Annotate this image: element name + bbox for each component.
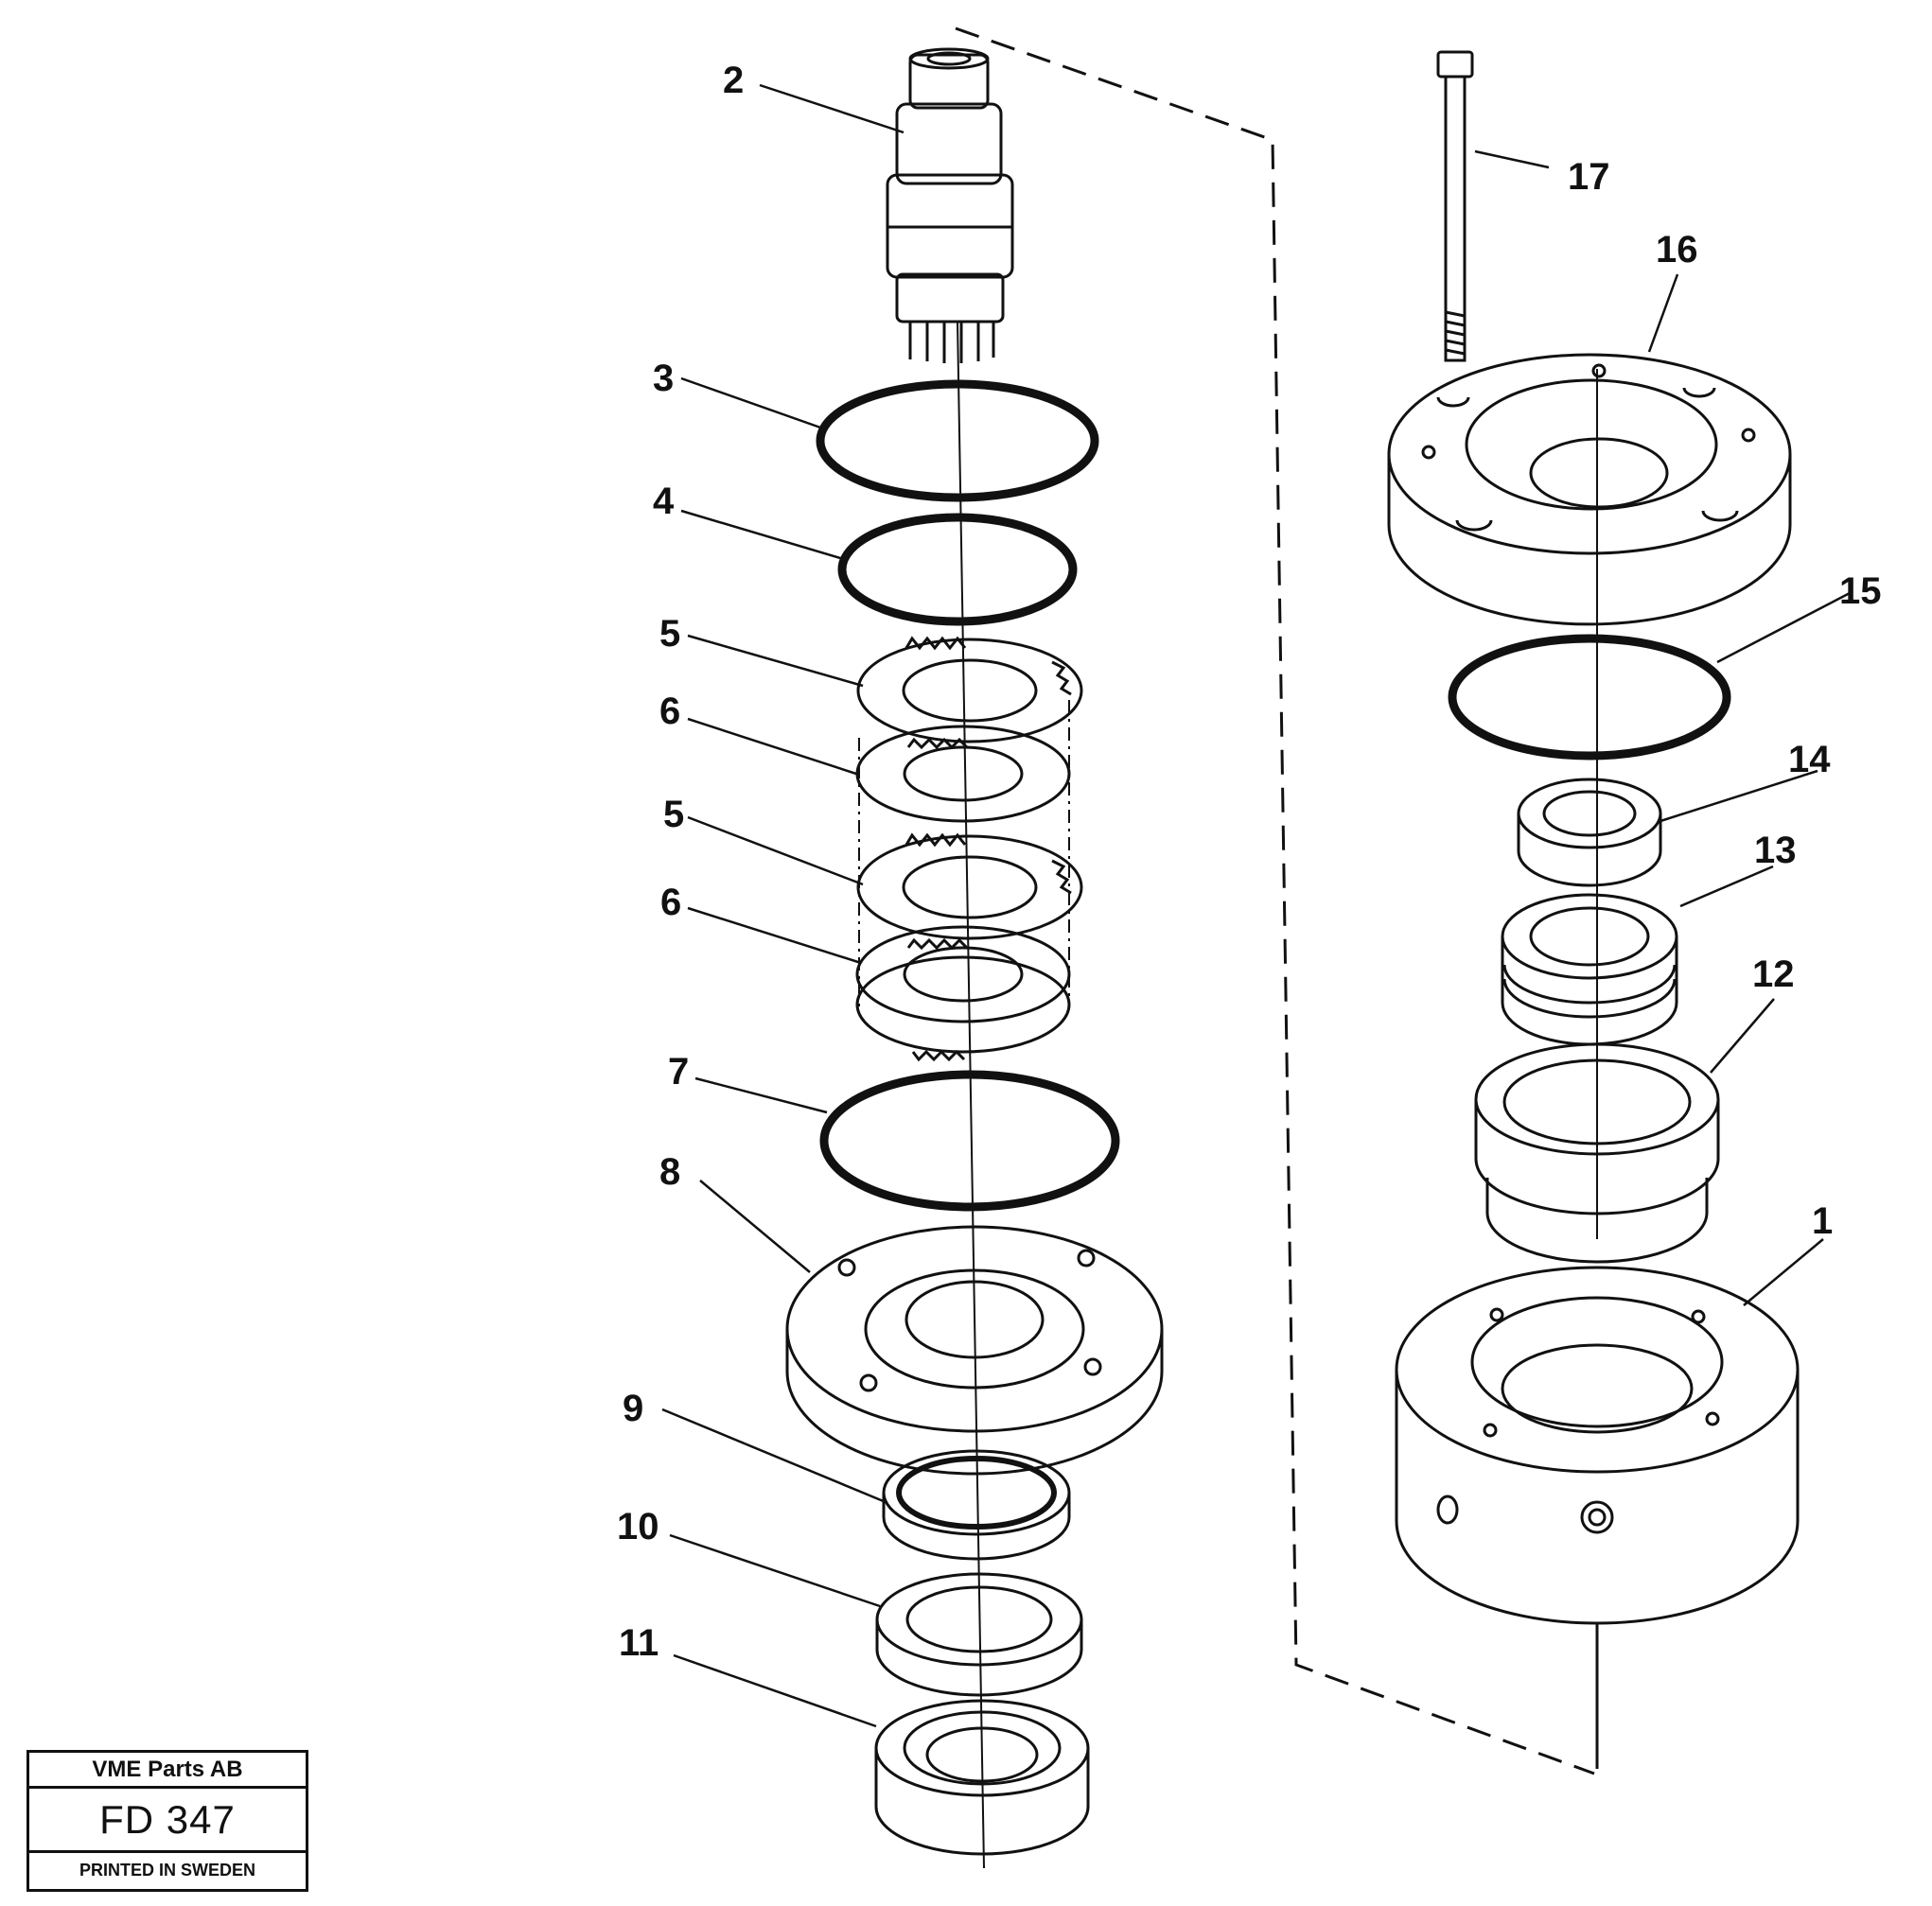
callout-5-upper: 5 [659,613,680,655]
title-block-code: FD 347 [29,1789,306,1853]
callout-11: 11 [619,1622,659,1664]
part-14-bearing [1517,778,1662,887]
callout-2: 2 [723,60,744,101]
left-center-axis [957,321,985,1869]
callout-5-lower: 5 [663,794,684,835]
part-15-o-ring [1448,634,1731,761]
part-17-bolt [1436,50,1474,362]
callout-6-lower: 6 [660,882,681,923]
part-3-o-ring [816,379,1099,502]
callout-labels: 2 3 4 5 6 5 6 7 8 9 10 11 17 16 15 14 13… [617,60,1882,1664]
callout-9: 9 [623,1388,643,1429]
callout-10: 10 [617,1506,659,1548]
part-4-o-ring [837,513,1078,626]
title-block: VME Parts AB FD 347 PRINTED IN SWEDEN [26,1750,308,1892]
callout-1: 1 [1812,1200,1833,1242]
callout-8: 8 [659,1151,680,1193]
callout-4: 4 [653,481,675,522]
part-10-seal [875,1572,1083,1697]
callout-12: 12 [1752,953,1795,995]
part-9-seal [882,1449,1071,1561]
part-12-sleeve [1474,1042,1720,1264]
callout-6-upper: 6 [659,691,680,732]
part-1-housing [1395,1266,1800,1625]
callout-3: 3 [653,358,674,399]
part-13-ring [1501,893,1678,1046]
part-16-housing-cover [1387,353,1792,626]
part-7-o-ring [819,1070,1120,1212]
callout-14: 14 [1788,739,1831,780]
callout-15: 15 [1839,570,1882,612]
callout-7: 7 [668,1051,689,1093]
part-5-disc-upper [856,636,1083,743]
callout-16: 16 [1656,229,1698,271]
part-11-bearing [874,1699,1090,1856]
callout-17: 17 [1568,156,1610,198]
leader-lines [661,83,1851,1728]
part-6-disc-lower [855,925,1071,1062]
part-2-splined-shaft [886,47,1014,363]
part-5-disc-lower [856,832,1083,940]
part-8-flange [785,1225,1164,1476]
callout-13: 13 [1754,830,1797,871]
title-block-company: VME Parts AB [29,1753,306,1789]
assembly-dashed-line [955,26,1595,1775]
title-block-printed: PRINTED IN SWEDEN [79,1861,255,1880]
